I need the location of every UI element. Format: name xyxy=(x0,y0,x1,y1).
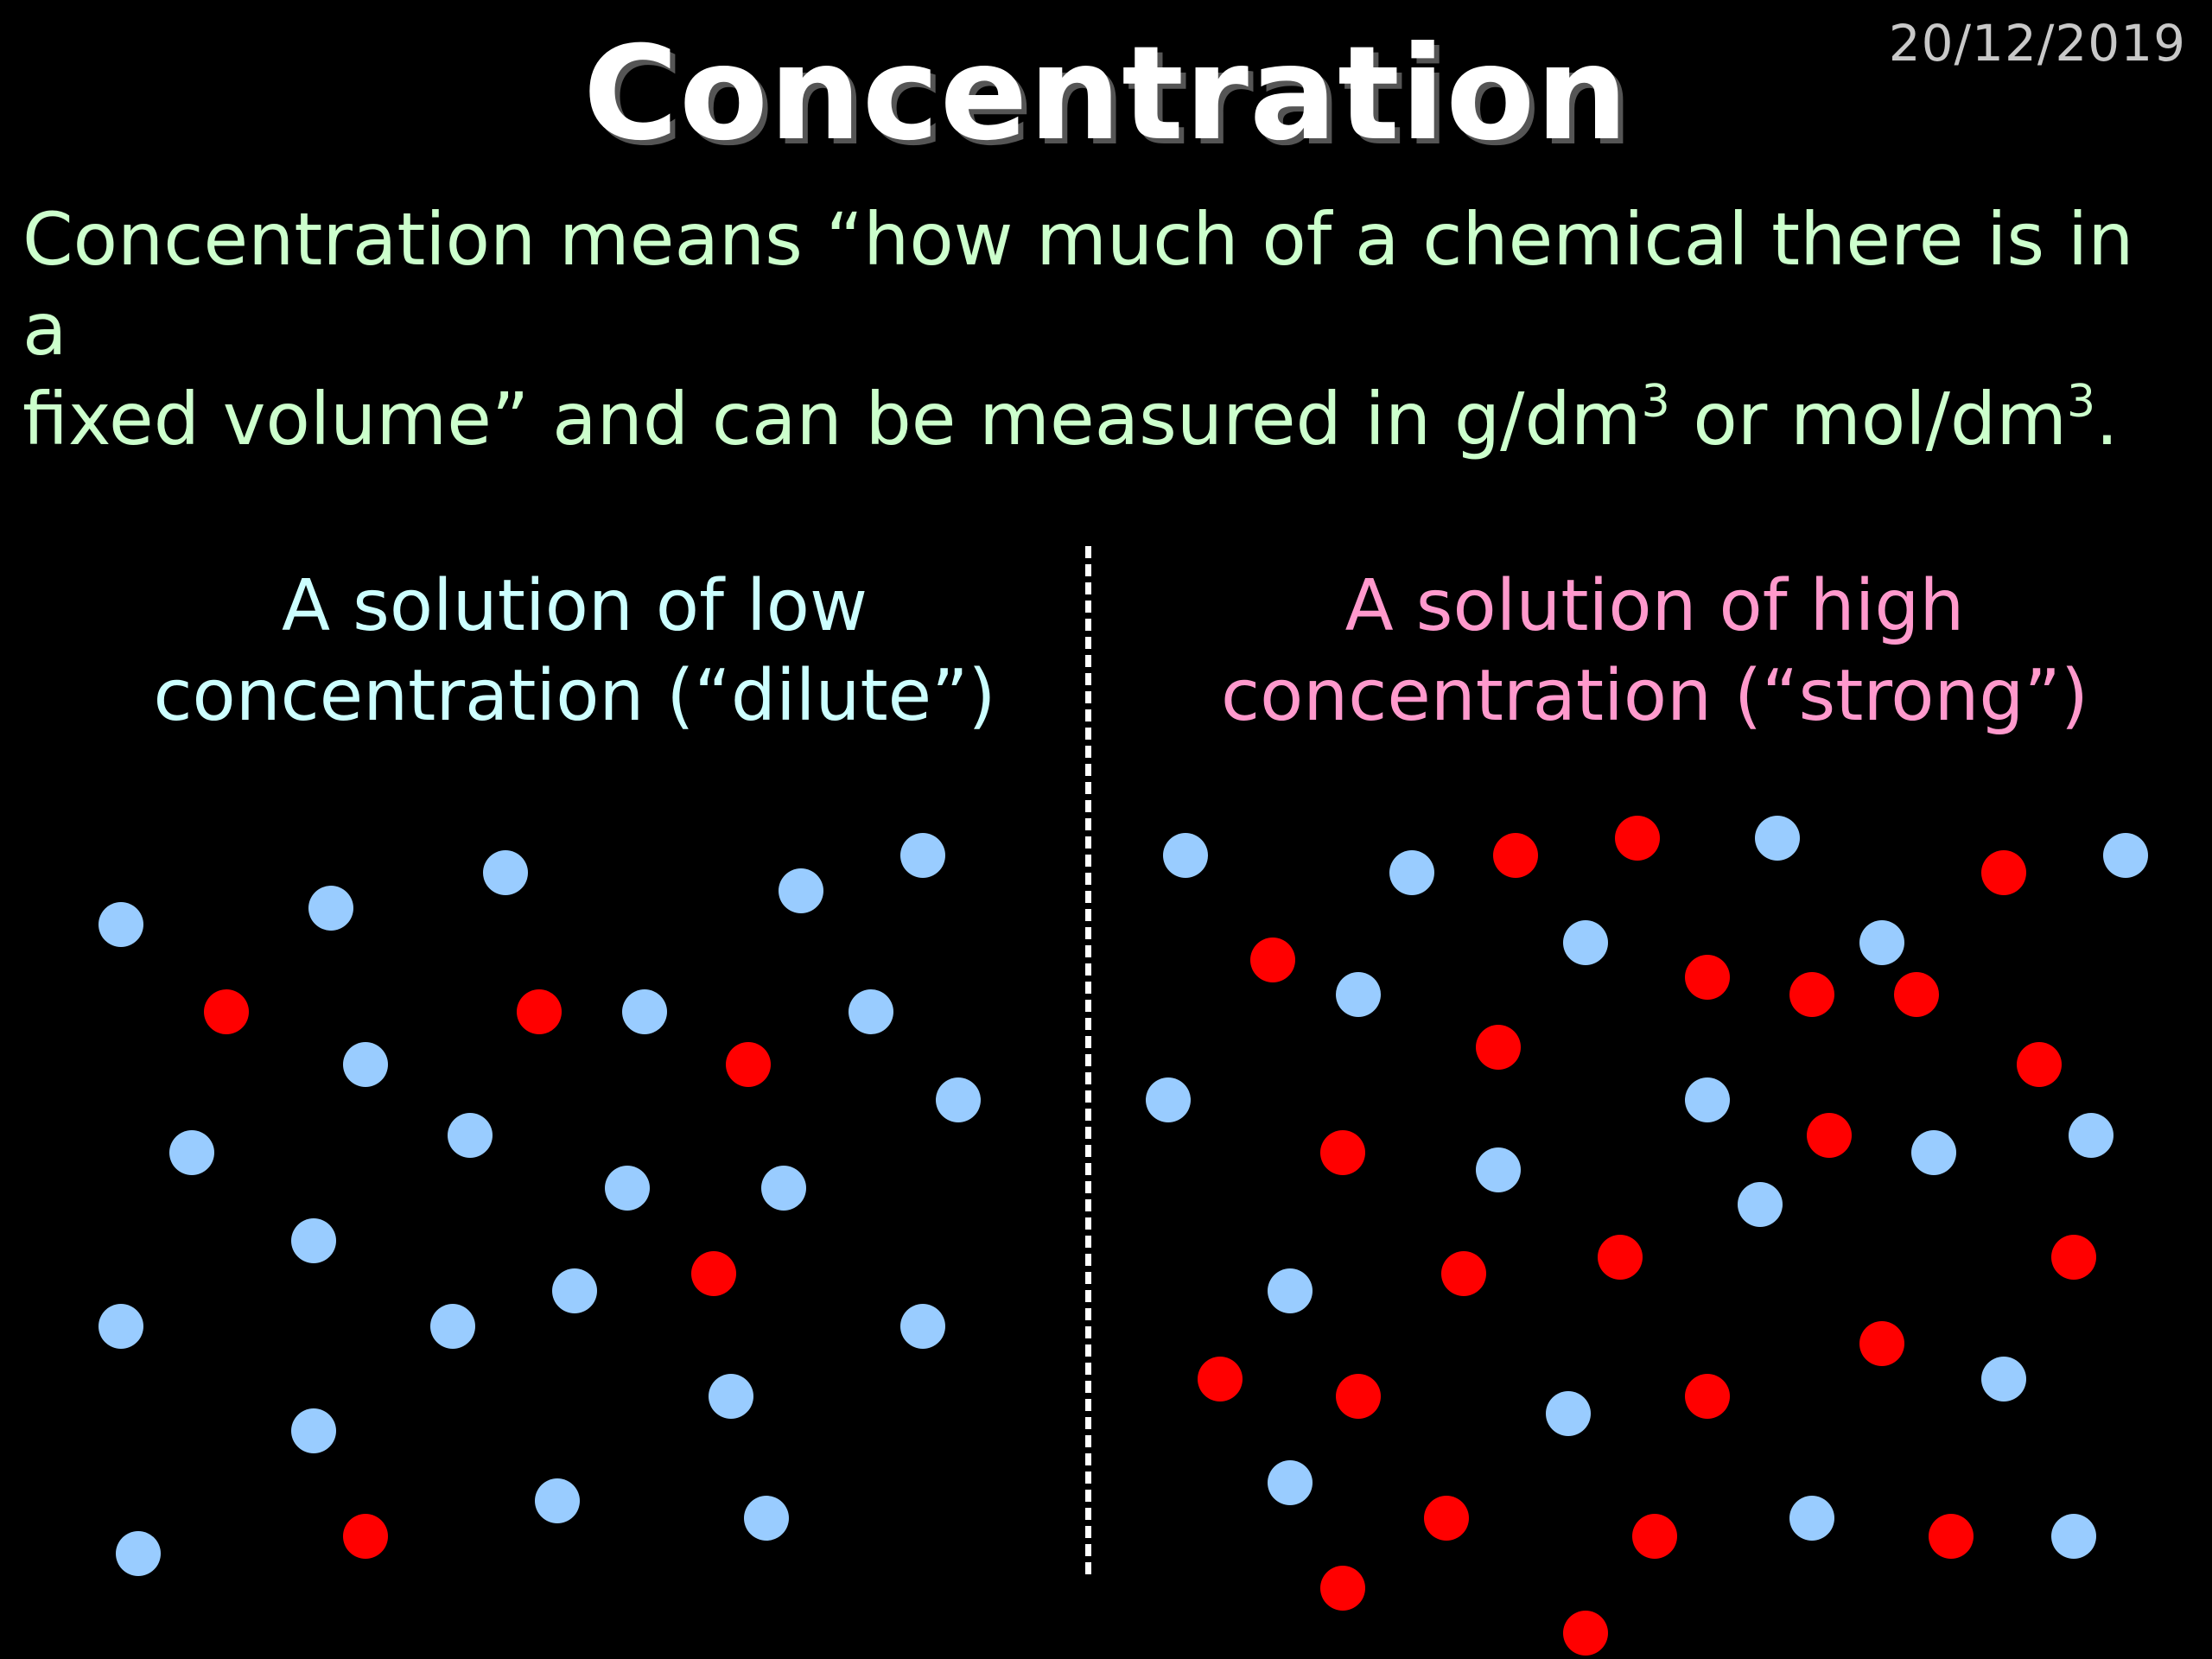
strong-solute-particle xyxy=(1320,1130,1365,1175)
dilute-solvent-particle xyxy=(116,1531,161,1576)
superscript-3: 3 xyxy=(1641,376,1670,428)
strong-solute-particle xyxy=(1320,1566,1365,1611)
strong-solvent-particle xyxy=(2103,833,2148,878)
strong-solvent-particle xyxy=(1146,1077,1191,1122)
dilute-solvent-particle xyxy=(552,1268,597,1313)
definition-line-2-mid: or mol/dm xyxy=(1669,377,2068,461)
dilute-solvent-particle xyxy=(483,850,528,895)
dilute-solvent-particle xyxy=(99,902,143,947)
dilute-solvent-particle xyxy=(900,833,945,878)
strong-solvent-particle xyxy=(1738,1182,1783,1227)
strong-solute-particle xyxy=(1615,816,1660,861)
strong-caption: A solution of high concentration (“stron… xyxy=(1158,562,2152,741)
strong-solute-particle xyxy=(1929,1514,1974,1559)
dilute-solvent-particle xyxy=(430,1304,475,1349)
strong-solute-particle xyxy=(2017,1042,2062,1087)
strong-solute-particle xyxy=(1198,1357,1243,1402)
strong-solvent-particle xyxy=(2069,1113,2113,1158)
strong-solvent-particle xyxy=(1685,1077,1730,1122)
strong-solvent-particle xyxy=(1563,920,1608,965)
strong-solute-particle xyxy=(1632,1514,1677,1559)
slide-date: 20/12/2019 xyxy=(1888,14,2186,73)
dilute-solvent-particle xyxy=(535,1478,580,1523)
definition-line-2-start: fixed volume” and can be measured in g/d… xyxy=(22,377,1642,461)
dilute-caption-line-1: A solution of low xyxy=(281,565,868,647)
dilute-solvent-particle xyxy=(849,989,893,1034)
strong-caption-line-2: concentration (“strong”) xyxy=(1221,655,2088,737)
strong-solvent-particle xyxy=(2051,1514,2096,1559)
strong-solute-particle xyxy=(1476,1025,1521,1070)
dilute-caption: A solution of low concentration (“dilute… xyxy=(78,562,1071,741)
strong-solvent-particle xyxy=(1911,1130,1956,1175)
strong-solute-particle xyxy=(1336,1374,1381,1419)
strong-solute-particle xyxy=(1563,1611,1608,1656)
strong-caption-line-1: A solution of high xyxy=(1344,565,1965,647)
strong-solvent-particle xyxy=(1859,920,1904,965)
dilute-solvent-particle xyxy=(900,1304,945,1349)
slide-title: Concentration xyxy=(582,19,1630,169)
dilute-solvent-particle xyxy=(622,989,667,1034)
superscript-3: 3 xyxy=(2067,376,2096,428)
strong-solute-particle xyxy=(1493,833,1538,878)
strong-solute-particle xyxy=(1894,972,1939,1017)
dilute-solvent-particle xyxy=(308,886,353,931)
definition-line-2-end: . xyxy=(2095,377,2119,461)
dilute-solvent-particle xyxy=(761,1166,806,1211)
strong-solute-particle xyxy=(1250,938,1295,982)
strong-solvent-particle xyxy=(1268,1460,1313,1505)
strong-solute-particle xyxy=(1441,1251,1486,1296)
dilute-solute-particle xyxy=(691,1251,736,1296)
strong-solute-particle xyxy=(1598,1235,1643,1280)
dilute-solute-particle xyxy=(726,1042,771,1087)
dilute-solvent-particle xyxy=(169,1130,214,1175)
strong-solvent-particle xyxy=(1268,1268,1313,1313)
dilute-solute-particle xyxy=(343,1514,388,1559)
strong-solute-particle xyxy=(1807,1113,1852,1158)
strong-solute-particle xyxy=(1981,850,2026,895)
strong-solvent-particle xyxy=(1755,816,1800,861)
dilute-solvent-particle xyxy=(291,1408,336,1453)
definition-line-1: Concentration means “how much of a chemi… xyxy=(22,197,2134,372)
dilute-solvent-particle xyxy=(605,1166,650,1211)
dilute-solvent-particle xyxy=(448,1113,493,1158)
strong-solvent-particle xyxy=(1789,1496,1834,1541)
dilute-solvent-particle xyxy=(99,1304,143,1349)
dilute-solvent-particle xyxy=(744,1496,789,1541)
strong-solute-particle xyxy=(1424,1496,1469,1541)
dilute-solvent-particle xyxy=(779,868,823,913)
strong-solute-particle xyxy=(1685,1374,1730,1419)
dilute-caption-line-2: concentration (“dilute”) xyxy=(153,655,996,737)
strong-solvent-particle xyxy=(1546,1391,1591,1436)
strong-solvent-particle xyxy=(1981,1357,2026,1402)
strong-solute-particle xyxy=(1685,955,1730,1000)
dashed-divider xyxy=(1085,546,1091,1574)
dilute-solvent-particle xyxy=(343,1042,388,1087)
dilute-solvent-particle xyxy=(709,1374,753,1419)
definition-line-2: fixed volume” and can be measured in g/d… xyxy=(22,374,2165,464)
dilute-solute-particle xyxy=(204,989,249,1034)
strong-solvent-particle xyxy=(1476,1147,1521,1192)
strong-solute-particle xyxy=(1789,972,1834,1017)
strong-solute-particle xyxy=(1859,1321,1904,1366)
definition-text: Concentration means “how much of a chemi… xyxy=(22,194,2165,464)
strong-solvent-particle xyxy=(1336,972,1381,1017)
strong-solute-particle xyxy=(2051,1235,2096,1280)
dilute-solute-particle xyxy=(517,989,562,1034)
dilute-solvent-particle xyxy=(936,1077,981,1122)
strong-solvent-particle xyxy=(1389,850,1434,895)
dilute-solvent-particle xyxy=(291,1218,336,1263)
strong-solvent-particle xyxy=(1163,833,1208,878)
